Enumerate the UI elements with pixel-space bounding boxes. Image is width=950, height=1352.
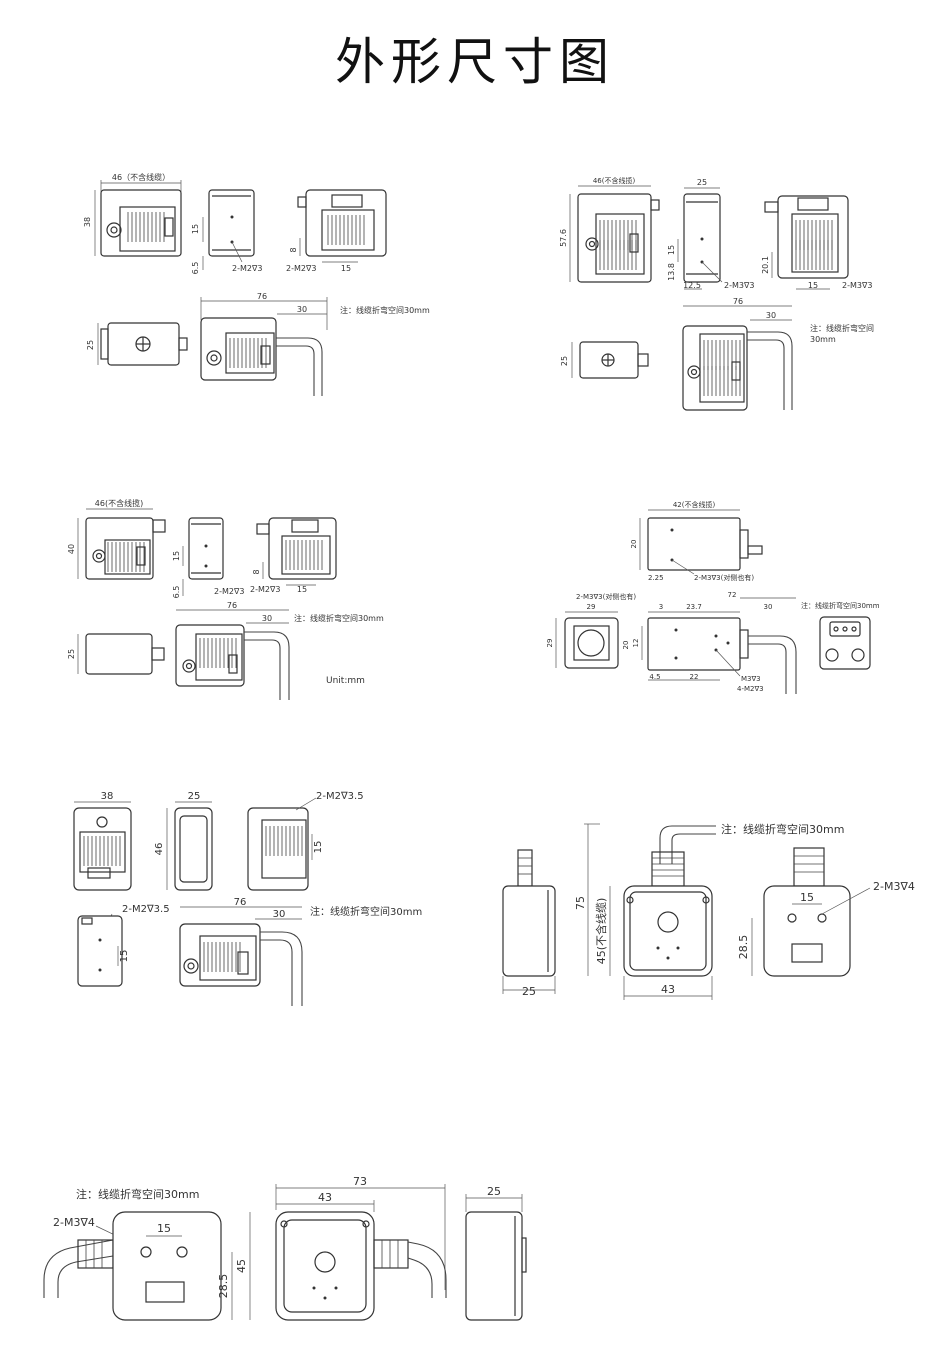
dim-8: 8 xyxy=(289,247,298,252)
dim-45: 45(不含线缆) xyxy=(594,898,608,965)
dim-30: 30 xyxy=(262,614,272,623)
dim-28-5: 28.5 xyxy=(737,935,750,960)
dim-15: 15 xyxy=(172,551,181,561)
dim-22: 22 xyxy=(690,673,699,681)
thread-label: 2-M3∇4 xyxy=(873,880,915,893)
dim-30: 30 xyxy=(297,305,307,314)
dim-6-5: 6.5 xyxy=(191,262,200,275)
camera-model-3-drawing: 46(不含线揽) 40 15 6.5 2-M2∇3 8 2-M2∇3 15 76… xyxy=(67,498,384,700)
dim-29: 29 xyxy=(587,603,596,611)
bend-note-1: 注：线缆折弯空间 xyxy=(810,323,874,333)
dim-46: 46 xyxy=(154,843,165,856)
camera-model-6-drawing: 注：线缆折弯空间30mm 75 45(不含线缆) 43 25 15 xyxy=(502,822,915,1000)
dim-25: 25 xyxy=(86,340,95,350)
thread-label-1: 2-M3∇3(对侧也有) xyxy=(576,592,636,601)
dim-25: 25 xyxy=(522,985,536,998)
dim-76: 76 xyxy=(227,601,237,610)
dim-15b: 15 xyxy=(808,281,818,290)
dim-43: 43 xyxy=(661,983,675,996)
dim-15b: 15 xyxy=(297,585,307,594)
dim-30: 30 xyxy=(764,603,773,611)
dim-width-46: 46(不含线揽) xyxy=(95,498,143,508)
thread-label-3: M3∇3 xyxy=(741,675,761,683)
dim-15: 15 xyxy=(157,1222,171,1235)
dim-25: 25 xyxy=(188,791,201,802)
bend-note: 注：线缆折弯空间30mm xyxy=(310,905,422,918)
dim-75: 75 xyxy=(574,896,587,910)
thread-label-1: 2-M2∇3 xyxy=(232,264,262,273)
page-title: 外形尺寸图 xyxy=(335,33,615,91)
bend-note-1: 注：线缆折弯空间30mm xyxy=(340,305,430,315)
bend-note: 注：线缆折弯空间30mm xyxy=(801,601,880,610)
thread-label-2: 2-M3∇3(对侧也有) xyxy=(694,573,754,582)
thread-label-1: 2-M2∇3.5 xyxy=(316,791,364,802)
dim-4-5: 4.5 xyxy=(649,673,660,681)
thread-label-2: 2-M3∇3 xyxy=(842,281,872,290)
dim-15: 15 xyxy=(800,891,814,904)
dim-29b: 29 xyxy=(546,639,554,648)
dim-25: 25 xyxy=(697,178,707,187)
dim-15: 15 xyxy=(191,224,200,234)
bend-note: 注：线缆折弯空间30mm xyxy=(294,613,384,623)
dim-12-5: 12.5 xyxy=(683,281,701,290)
camera-model-1-drawing: 46（不含线缆） 38 15 6.5 2-M2∇3 8 2-M2∇3 15 76… xyxy=(83,172,430,396)
bend-note-2: 30mm xyxy=(810,335,836,344)
thread-label-2: 2-M2∇3 xyxy=(286,264,316,273)
dim-20: 20 xyxy=(630,540,638,549)
unit-label: Unit:mm xyxy=(326,676,365,686)
dim-width-42: 42(不含线揽) xyxy=(673,500,716,509)
camera-model-5-drawing: 38 25 46 2-M2∇3.5 15 2-M2∇3.5 15 76 30 注… xyxy=(73,791,422,1006)
camera-model-4-drawing: 42(不含线揽) 20 2.25 2-M3∇3(对侧也有) 2-M3∇3(对侧也… xyxy=(546,500,880,694)
dim-25: 25 xyxy=(67,649,76,659)
dim-72: 72 xyxy=(728,591,737,599)
dim-45: 45 xyxy=(235,1259,248,1273)
dim-76: 76 xyxy=(257,292,267,301)
dim-width-46: 46(不含线揽) xyxy=(593,176,636,185)
dim-30: 30 xyxy=(766,311,776,320)
dim-76: 76 xyxy=(733,297,743,306)
dim-28-5: 28.5 xyxy=(217,1274,230,1299)
dim-40: 40 xyxy=(67,544,76,554)
dim-25: 25 xyxy=(487,1185,501,1198)
dim-12: 12 xyxy=(632,639,640,648)
dim-43: 43 xyxy=(318,1191,332,1204)
dim-15b: 15 xyxy=(119,950,130,963)
dim-6-5: 6.5 xyxy=(172,586,181,599)
thread-label-4: 4-M2∇3 xyxy=(737,685,764,693)
dim-13-8: 13.8 xyxy=(667,263,676,281)
bend-note: 注：线缆折弯空间30mm xyxy=(76,1187,199,1201)
dim-57-6: 57.6 xyxy=(559,229,568,247)
dim-8: 8 xyxy=(252,569,261,574)
dim-73: 73 xyxy=(353,1175,367,1188)
dim-20b: 20 xyxy=(622,641,630,650)
dim-2-25: 2.25 xyxy=(648,574,664,582)
dim-76: 76 xyxy=(234,897,247,908)
dim-25: 25 xyxy=(560,356,569,366)
dim-15: 15 xyxy=(313,841,324,854)
bend-note: 注：线缆折弯空间30mm xyxy=(721,822,844,836)
dim-30: 30 xyxy=(273,909,286,920)
thread-label-2: 2-M2∇3 xyxy=(250,585,280,594)
thread-label-1: 2-M2∇3 xyxy=(214,587,244,596)
dim-23-7: 23.7 xyxy=(686,603,702,611)
dim-15b: 15 xyxy=(341,264,351,273)
thread-label-1: 2-M3∇3 xyxy=(724,281,754,290)
dim-width-38: 38 xyxy=(101,791,114,802)
camera-model-2-drawing: 46(不含线揽) 57.6 25 15 13.8 12.5 2-M3∇3 20.… xyxy=(559,176,874,411)
thread-label-2: 2-M2∇3.5 xyxy=(122,904,170,915)
camera-model-7-drawing: 注：线缆折弯空间30mm 2-M3∇4 15 28.5 45 73 43 xyxy=(43,1175,527,1321)
dim-20-1: 20.1 xyxy=(761,256,770,274)
thread-label: 2-M3∇4 xyxy=(53,1216,95,1229)
dim-height-38: 38 xyxy=(83,217,92,227)
dim-15: 15 xyxy=(667,245,676,255)
dim-3: 3 xyxy=(659,603,663,611)
dim-width-46: 46（不含线缆） xyxy=(112,172,170,182)
